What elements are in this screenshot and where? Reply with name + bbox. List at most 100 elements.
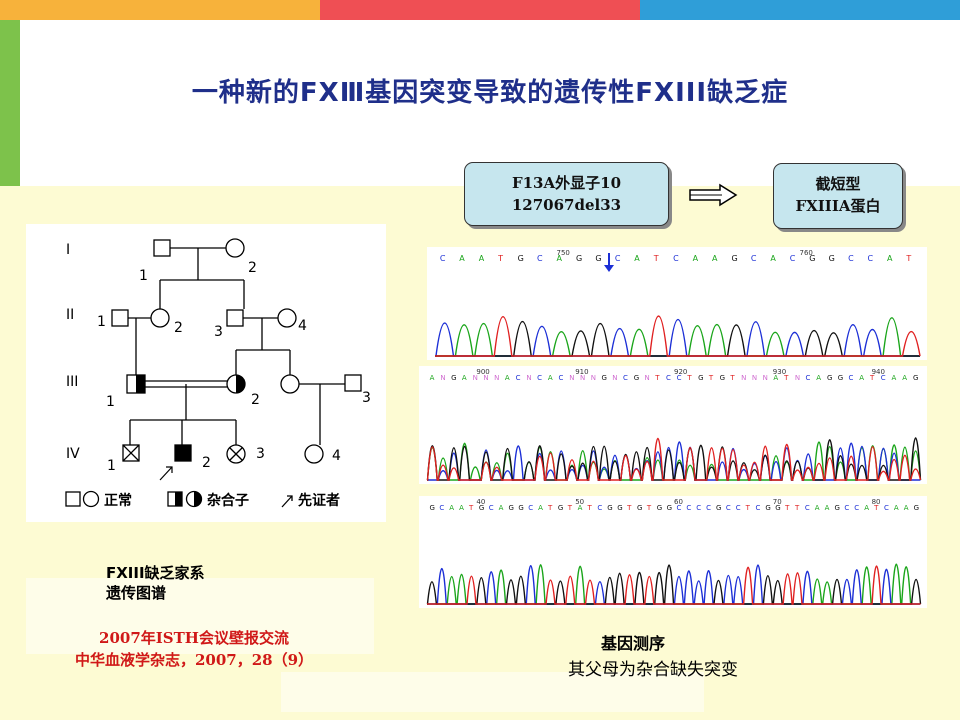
reference-citation: 2007年ISTH会议壁报交流 中华血液学杂志，2007，28（9） <box>44 627 344 671</box>
base-call-letter: G <box>479 504 484 512</box>
legend-carrier-label: 杂合子 <box>207 492 249 509</box>
base-call-letter: A <box>505 374 510 382</box>
base-call-letter: A <box>825 504 830 512</box>
pedigree-caption-line1: FXIII缺乏家系 <box>106 564 205 582</box>
base-call-letter: G <box>558 504 563 512</box>
base-call-letter: T <box>784 504 790 512</box>
bottom-blank-box <box>281 672 704 712</box>
base-call-letter: T <box>587 504 593 512</box>
base-call-letter: C <box>844 504 849 512</box>
individual-III-3 <box>344 374 362 392</box>
trace-position-label: 760 <box>800 249 813 257</box>
base-call-letter: A <box>693 254 699 263</box>
base-call-letter: A <box>904 504 909 512</box>
base-call-letter: T <box>708 374 714 382</box>
trace-channel-C <box>435 319 921 357</box>
base-call-letter: A <box>557 254 563 263</box>
base-call-letter: C <box>884 504 889 512</box>
trace-channel-T <box>427 565 921 605</box>
base-call-letter: A <box>459 254 465 263</box>
mutation-site-arrow-icon <box>604 253 614 272</box>
base-call-letter: G <box>775 504 780 512</box>
legend-normal-circle-icon <box>82 490 100 508</box>
base-call-letter: C <box>615 254 621 263</box>
base-call-letter: C <box>623 374 628 382</box>
base-call-letter: G <box>827 374 832 382</box>
sequencing-label: 基因测序 <box>601 634 666 653</box>
base-call-letter: G <box>835 504 840 512</box>
base-call-letter: A <box>459 504 464 512</box>
base-call-letter: G <box>518 504 523 512</box>
base-call-letter: N <box>580 374 585 382</box>
base-call-letter: G <box>657 504 662 512</box>
base-call-letter: C <box>686 504 691 512</box>
base-call-letter: A <box>712 254 718 263</box>
reference-line1: 2007年ISTH会议壁报交流 <box>99 629 289 647</box>
side-bar-green <box>0 20 20 186</box>
base-call-letter: C <box>489 504 494 512</box>
num-IV-3: 3 <box>256 446 265 462</box>
base-call-letter: C <box>666 374 671 382</box>
pedigree-svg: I II III IV <box>65 238 371 509</box>
base-call-letter: C <box>790 254 796 263</box>
base-call-letter: A <box>548 374 553 382</box>
base-call-letter: N <box>752 374 757 382</box>
mutation-box-line2: 127067del33 <box>511 196 622 214</box>
base-call-letter: C <box>805 504 810 512</box>
base-call-letter: G <box>914 504 919 512</box>
base-call-letter: C <box>751 254 757 263</box>
trace-position-label: 70 <box>773 498 782 506</box>
base-call-letter: N <box>591 374 596 382</box>
base-call-letter: N <box>440 374 445 382</box>
trace-position-label: 930 <box>773 368 786 376</box>
base-call-letter: G <box>617 504 622 512</box>
base-call-letter: G <box>720 374 725 382</box>
base-call-letter: G <box>602 374 607 382</box>
result-box-line2: FXIIIA蛋白 <box>795 197 881 215</box>
base-call-letter: C <box>537 254 543 263</box>
caption-background <box>26 578 374 654</box>
base-call-letter: C <box>848 254 854 263</box>
trace-channel-G <box>426 564 922 605</box>
trace-position-label: 900 <box>476 368 489 376</box>
base-call-letter: C <box>881 374 886 382</box>
trace-position-label: 60 <box>674 498 683 506</box>
base-call-letter: C <box>854 504 859 512</box>
base-call-letter: T <box>794 504 800 512</box>
base-call-letter: N <box>494 374 499 382</box>
trace-position-label: 940 <box>872 368 885 376</box>
individual-IV-4 <box>304 444 324 464</box>
individual-III-3-partner <box>280 374 300 394</box>
base-call-letter: A <box>815 504 820 512</box>
base-call-letter: C <box>440 254 446 263</box>
base-call-letter: A <box>894 504 899 512</box>
base-call-letter: A <box>887 254 893 263</box>
base-call-letter: C <box>706 504 711 512</box>
num-I-1: 1 <box>139 268 148 284</box>
arrow-right-icon <box>689 183 738 207</box>
num-II-2: 2 <box>174 320 183 336</box>
base-call-letter: A <box>479 254 485 263</box>
base-call-letter: A <box>462 374 467 382</box>
num-II-4: 4 <box>298 318 307 334</box>
trace-position-label: 40 <box>476 498 485 506</box>
base-call-letter: A <box>578 504 583 512</box>
individual-II-3 <box>226 309 244 327</box>
base-call-letter: T <box>905 254 911 263</box>
base-call-letter: C <box>439 504 444 512</box>
base-call-letter: N <box>483 374 488 382</box>
gen-label-I: I <box>66 242 70 258</box>
slide-title: 一种新的FⅩⅢ基因突变导致的遗传性FXIII缺乏症 <box>191 78 789 108</box>
legend-normal-label: 正常 <box>104 492 132 509</box>
base-call-letter: A <box>449 504 454 512</box>
base-call-letter: T <box>654 374 660 382</box>
base-call-letter: G <box>607 504 612 512</box>
top-bar-blue <box>640 0 960 20</box>
base-call-letter: C <box>597 504 602 512</box>
base-call-letter: N <box>644 374 649 382</box>
individual-II-1 <box>111 309 129 327</box>
base-call-letter: C <box>756 504 761 512</box>
base-call-letter: N <box>795 374 800 382</box>
proband-arrow-icon <box>159 466 173 481</box>
base-call-letter: A <box>773 374 778 382</box>
